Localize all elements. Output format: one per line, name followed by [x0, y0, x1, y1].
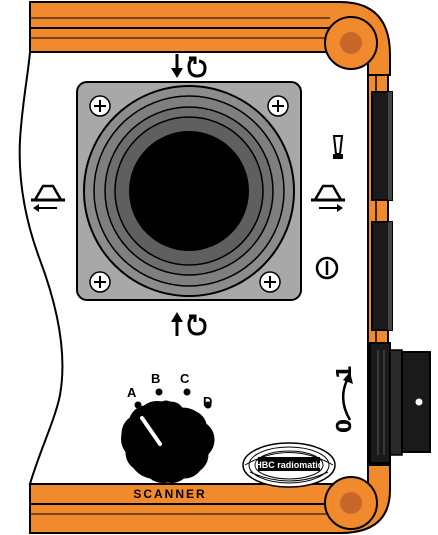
power-button[interactable]: [371, 221, 393, 331]
housing-bottom-frame: [29, 464, 391, 534]
key-switch-on-label: 1: [332, 365, 356, 379]
scanner-dot-d: [204, 401, 212, 409]
key-switch[interactable]: [369, 342, 431, 464]
key-switch-off-label: 0: [332, 419, 356, 433]
horn-button[interactable]: [371, 91, 393, 201]
plus-screw-icon: [259, 271, 281, 293]
scanner-position-c: C: [180, 371, 190, 386]
hbc-radiomatic-logo: HBC radiomatic: [242, 442, 336, 488]
scanner-dot-c: [183, 388, 191, 396]
scanner-dot-b: [155, 388, 163, 396]
brand-logo-text: HBC radiomatic: [255, 460, 323, 470]
down-arrow-rotate-icon: [171, 54, 207, 78]
joystick[interactable]: [83, 85, 295, 297]
scanner-dot-a: [134, 401, 142, 409]
corner-bolt-top: [324, 16, 378, 70]
scanner-label: SCANNER: [133, 487, 206, 501]
trolley-left-icon: [31, 184, 65, 212]
rotate-arrow-icon: [341, 372, 353, 421]
plus-screw-icon: [89, 271, 111, 293]
plus-screw-icon: [267, 95, 289, 117]
scanner-position-b: B: [151, 371, 160, 386]
horn-icon: [332, 135, 344, 159]
up-arrow-rotate-icon: [171, 312, 207, 336]
scanner-position-d: D: [203, 394, 212, 409]
scanner-position-a: A: [127, 385, 137, 400]
power-on-icon: [315, 256, 339, 280]
trolley-right-icon: [311, 184, 345, 212]
corner-bolt-bottom: [324, 476, 378, 530]
scanner-knob[interactable]: [121, 400, 215, 483]
plus-screw-icon: [89, 95, 111, 117]
